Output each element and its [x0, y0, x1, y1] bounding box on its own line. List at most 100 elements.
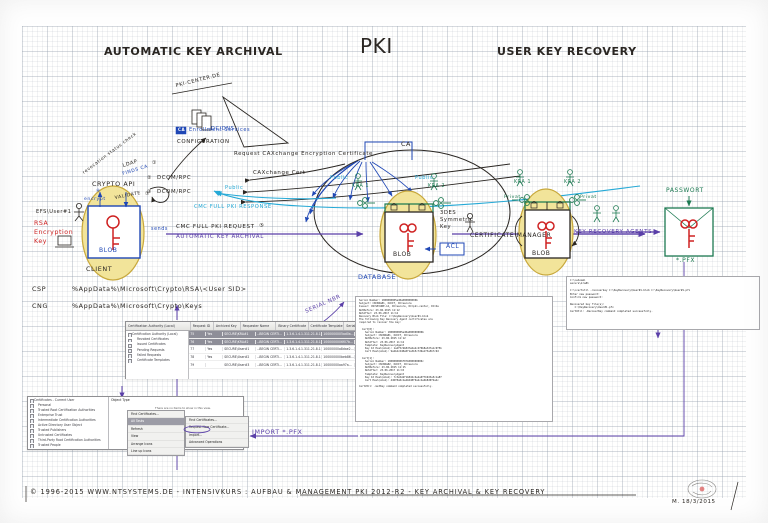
table-row[interactable]: 75 Yes SECURE\KRA#1 --BEGIN CERTI... 1.3… [189, 331, 376, 339]
cell-request-id: 75 [189, 332, 207, 337]
ca-tree-item[interactable]: Issued Certificates [127, 342, 187, 348]
mmc-tree-item[interactable]: Certificates - Current User [29, 398, 107, 403]
client-rsa-key-icon [106, 215, 120, 250]
recovery-kra1-label: KRA 1 [514, 180, 532, 185]
mmc-tree-item[interactable]: Active Directory User Object [29, 423, 107, 428]
client-label: CLIENT [86, 265, 113, 273]
public-label-ca: Public [330, 175, 349, 181]
cng-label: CNG [32, 302, 48, 310]
mmc-tree-item[interactable]: Third-Party Root Certification Authoriti… [29, 438, 107, 443]
cell-request-id: 79 [189, 362, 207, 367]
encrypt-step-4: ④ [96, 189, 101, 194]
mmc-tree-item[interactable]: Personal [29, 403, 107, 408]
mmc-context-menu[interactable]: Find Certificates... All Tasks Refresh V… [127, 410, 185, 457]
page-margin-left [0, 0, 22, 523]
enrollment-services-label: Enrollment Services [189, 127, 251, 133]
ca-console-screenshot[interactable]: Certification Authority (Local) Request … [125, 321, 377, 379]
cmc-request-label: CMC FULL PKI REQUEST [176, 224, 255, 230]
cell-binary: --BEGIN CERTI... [256, 355, 286, 360]
ca-col-0: Certification Authority (Local) [126, 322, 191, 330]
ca-tree-item[interactable]: Revoked Certificates [127, 337, 187, 343]
cell-requester: SECURE\User#3 [223, 362, 257, 367]
ca-console-rows[interactable]: 75 Yes SECURE\KRA#1 --BEGIN CERTI... 1.3… [189, 331, 376, 379]
mmc-tree-item[interactable]: Untrusted Certificates [29, 433, 107, 438]
recovery-blob-label: BLOB [532, 250, 551, 257]
ca-tree-item[interactable]: Pending Requests [127, 348, 187, 353]
menu-item-line-up-icons[interactable]: Line up Icons [128, 448, 184, 456]
ca-label: CA [401, 140, 412, 148]
kra2-figure-icon [430, 173, 438, 191]
menu-item-all-tasks[interactable]: All Tasks [128, 418, 184, 426]
revocation-check-arrow [167, 137, 207, 181]
configuration-label: CONFIGURATION [177, 139, 230, 145]
pfx-key-icon [680, 219, 698, 248]
mmc-tree-item[interactable]: Trusted People [29, 443, 107, 448]
public-label-ca2: Public [415, 175, 434, 181]
table-row[interactable]: 76 Yes SECURE\KRA#2 --BEGIN CERTI... 1.3… [189, 338, 376, 347]
table-row[interactable]: 77 Yes SECURE\User#1 --BEGIN CERTI... 1.… [189, 346, 376, 354]
acl-label: ACL [446, 243, 460, 250]
database-label: DATABASE [358, 273, 397, 281]
topology-triangle [171, 82, 290, 148]
step2-label: DCOM/RPC [157, 175, 192, 181]
ca-tree-item[interactable]: Certificate Templates [127, 358, 187, 364]
cell-archived-key: Yes [206, 339, 224, 344]
cng-path: %AppData%\Microsoft\Crypto\Keys [72, 302, 203, 310]
ca-tree-item[interactable]: Failed Requests [127, 353, 187, 359]
import-pfx-annotation: IMPORT *.PFX [252, 428, 303, 436]
submenu-item-import[interactable]: Import... [186, 432, 248, 440]
ca-col-5: Certificate Template [310, 322, 345, 330]
cell-binary: --BEGIN CERTI... [256, 347, 286, 352]
submenu-item-find-certificates[interactable]: Find Certificates... [186, 417, 248, 425]
ca-tree-item[interactable]: Certification Authority (Local) [127, 332, 187, 338]
rsa-key-label: RSA Encryption Key [34, 220, 74, 245]
kra1-public-key-icon [357, 197, 375, 209]
cmc-response-arrow [213, 185, 641, 209]
submenu-item-advanced-operations[interactable]: Advanced Operations [186, 439, 248, 447]
menu-item-find-certificates[interactable]: Find Certificates... [128, 411, 184, 419]
cell-request-id: 77 [189, 347, 207, 352]
mmc-detail-pane: Object Type There are no items to show i… [109, 397, 249, 457]
menu-item-refresh[interactable]: Refresh [128, 426, 184, 434]
kra1-figure-icon [354, 173, 362, 191]
caxchange-cert-label: CAXchange Cert [253, 170, 306, 176]
cell-requester: SECURE\User#2 [223, 355, 257, 360]
ca-blob-label: BLOB [393, 251, 412, 258]
ca-col-3: Requester Name [241, 322, 277, 330]
mmc-tree-item[interactable]: Trusted Root Certification Authorities [29, 408, 107, 413]
ca-node-label: CA [178, 127, 186, 132]
certificates-mmc-screenshot[interactable]: Certificates - Current User Personal Tru… [27, 396, 249, 457]
public-label-left: Public [225, 185, 244, 191]
mmc-tree-item[interactable]: Enterprise Trust [29, 413, 107, 418]
table-row[interactable]: 79 SECURE\User#3 --BEGIN CERTI... 1.3.6.… [189, 361, 376, 369]
menu-item-view[interactable]: View [128, 433, 184, 441]
ca-console-tree[interactable]: Certification Authority (Local) Revoked … [126, 331, 190, 379]
signature-stamp [687, 479, 717, 499]
title-left: AUTOMATIC KEY ARCHIVAL [104, 45, 283, 58]
cell-binary: --BEGIN CERTI... [256, 362, 286, 367]
cell-serial: 10000000aa97a... [322, 362, 356, 367]
ca-col-1: Request ID [191, 322, 214, 330]
certificate-manager-label: CERTIFICATE MANAGER [470, 232, 552, 239]
client-blob-label: BLOB [99, 247, 118, 254]
mmc-empty-note: There are no items to show in this view. [155, 406, 211, 410]
ca-console-columns: Certification Authority (Local) Request … [126, 322, 376, 331]
certutil-getkey-console[interactable]: Serial Number: 1000000005ad0a000000000b … [355, 296, 553, 422]
cell-archived-key: Yes [206, 332, 224, 337]
recovery-kra1-figure-icon [516, 169, 524, 187]
cell-template: 1.3.6.1.4.1.311.21.8.16... [286, 355, 323, 360]
import-highlight-layer [183, 425, 211, 434]
mmc-tree-item[interactable]: Trusted Publishers [29, 428, 107, 433]
mmc-all-tasks-submenu[interactable]: Find Certificates... Request New Certifi… [185, 416, 249, 448]
menu-item-arrange-icons[interactable]: Arrange Icons [128, 441, 184, 449]
recovery-kra2-private-key-icon [569, 194, 586, 206]
table-row[interactable]: 78 Yes SECURE\User#2 --BEGIN CERTI... 1.… [189, 354, 376, 362]
submenu-item-request-new-certificate[interactable]: Request New Certificate... [186, 424, 248, 432]
mmc-tree-item[interactable]: Intermediate Certification Authorities [29, 418, 107, 423]
recovery-privat-label-1: Privat [504, 195, 521, 200]
certutil-recoverkey-console[interactable]: C:\>whoami secure\kra#1 C:\>certutil -re… [566, 276, 760, 330]
mmc-tree[interactable]: Certificates - Current User Personal Tru… [28, 397, 109, 449]
recovery-kra1-private-key-icon [512, 194, 530, 206]
page-margin-right [746, 0, 768, 523]
